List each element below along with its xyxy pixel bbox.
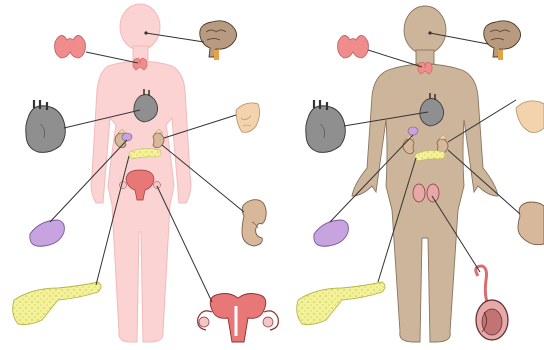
- brain-icon: [200, 21, 237, 60]
- pancreas-icon: [297, 282, 385, 325]
- spleen-icon: [314, 220, 349, 246]
- testis-icon: [476, 266, 508, 340]
- kidney-icon: [242, 200, 266, 246]
- male-figure: [297, 6, 544, 342]
- thyroid-icon: [338, 35, 369, 58]
- female-spleen-internal: [122, 133, 132, 141]
- uterus-ovaries-icon: [198, 294, 279, 343]
- brain-icon: [484, 21, 521, 60]
- kidney-icon: [518, 202, 544, 245]
- thyroid-icon: [55, 35, 86, 58]
- adrenal-gland-icon: [236, 103, 260, 133]
- heart-icon: [26, 100, 66, 152]
- pancreas-icon: [13, 282, 101, 325]
- male-spleen-internal: [408, 127, 418, 135]
- female-figure: [13, 4, 279, 342]
- adrenal-gland-icon: [516, 101, 544, 133]
- heart-icon: [306, 100, 346, 152]
- spleen-icon: [30, 220, 65, 246]
